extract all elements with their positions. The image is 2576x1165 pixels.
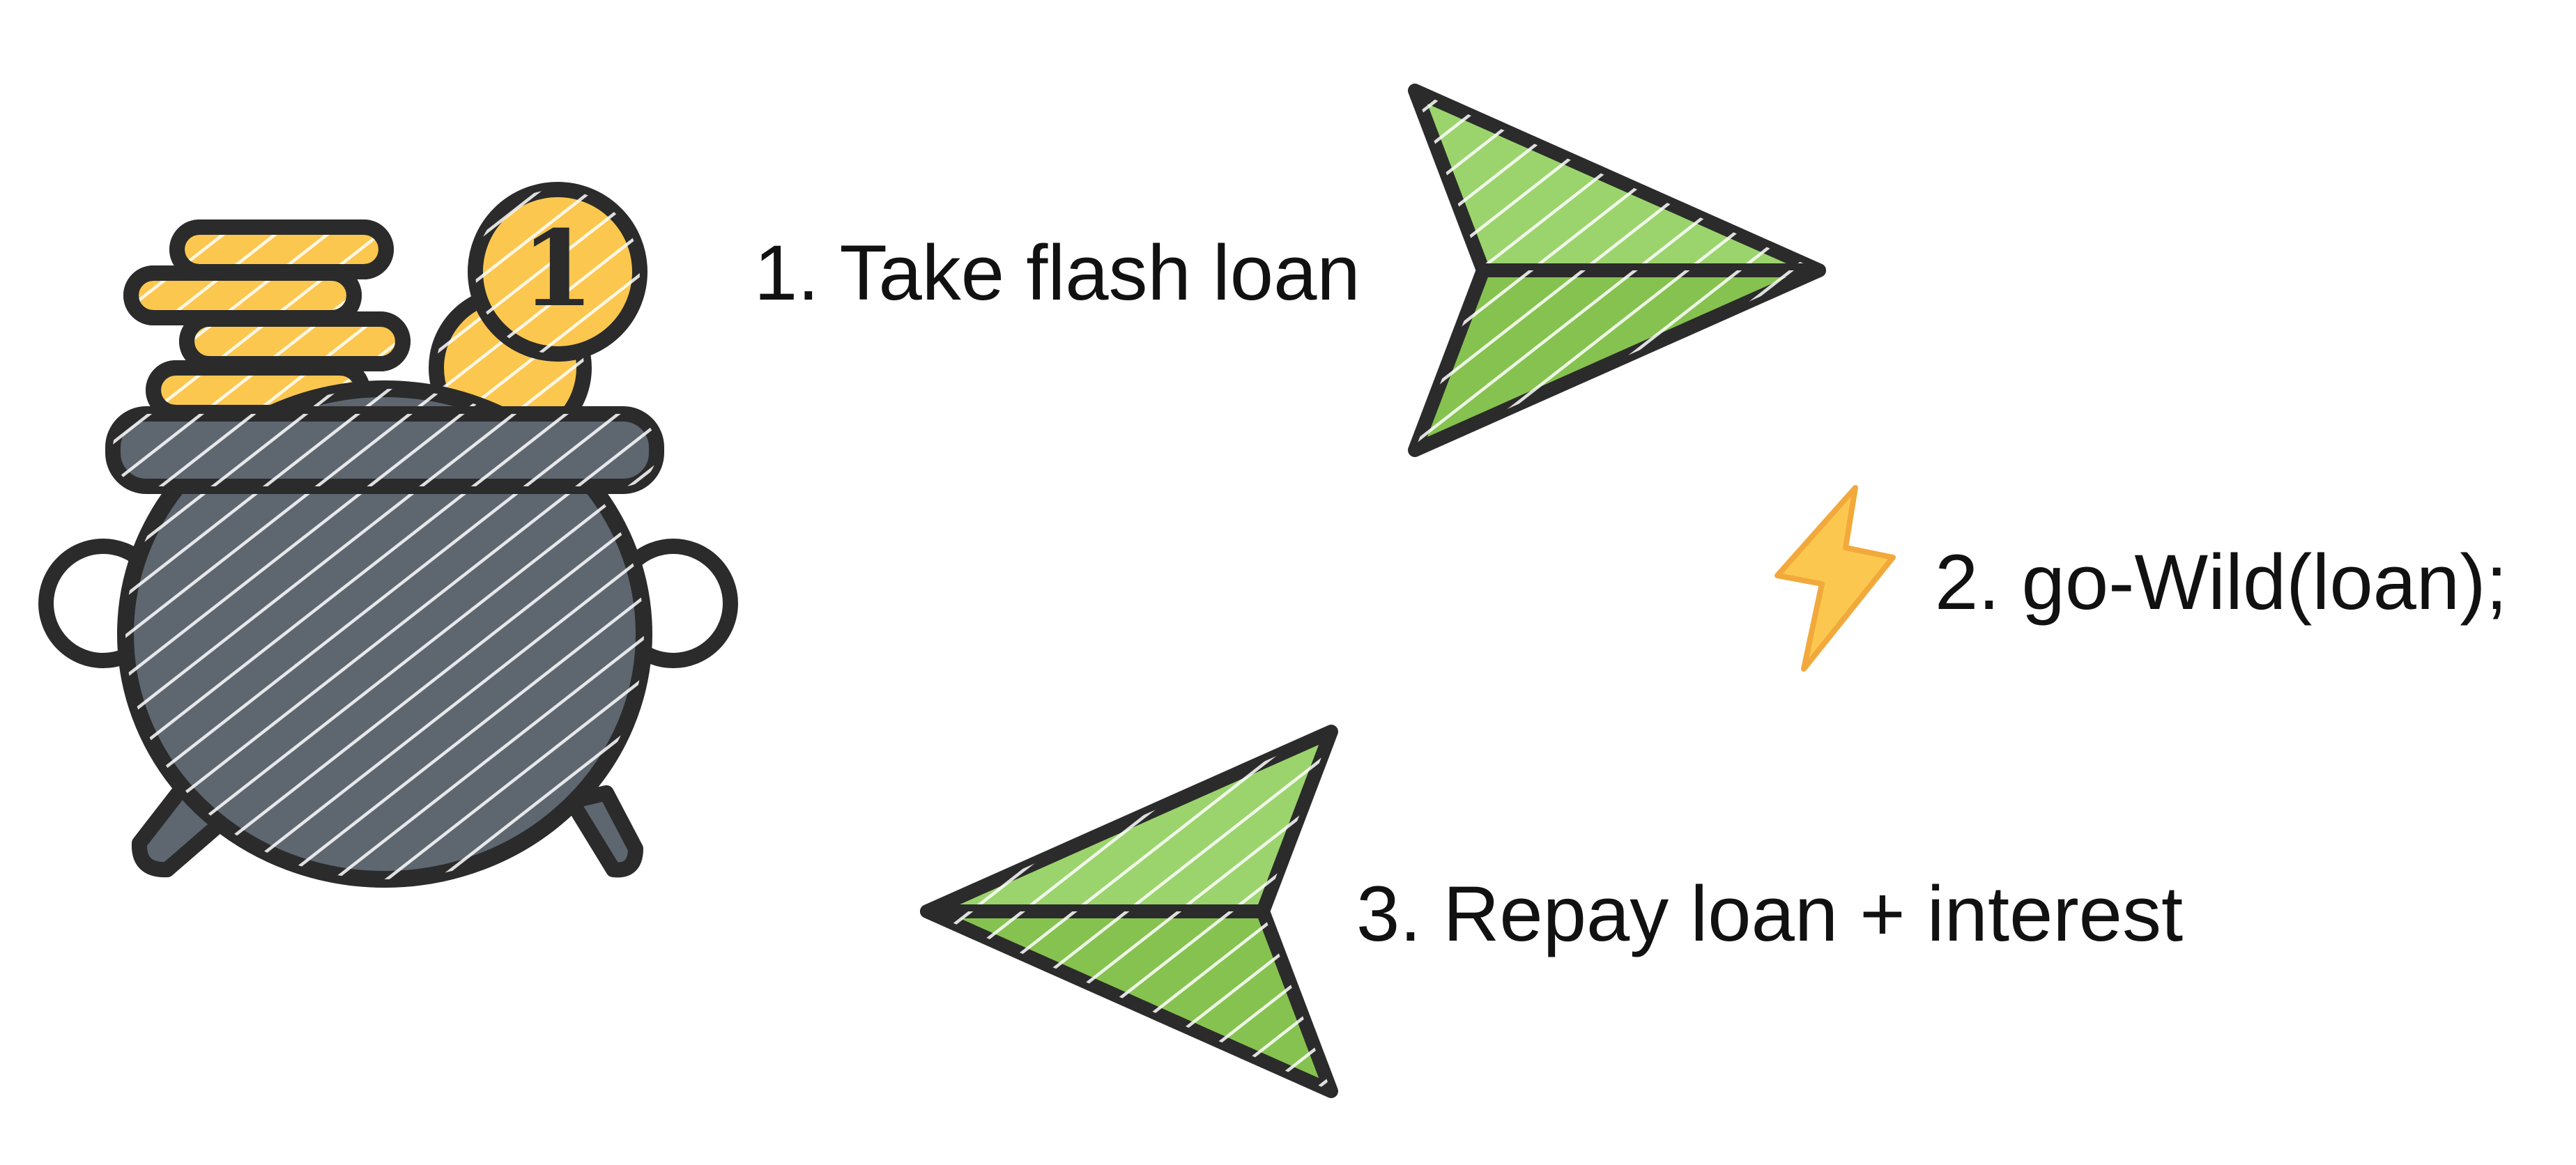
step-1-label: 1. Take flash loan bbox=[754, 229, 1360, 316]
pot-body bbox=[117, 380, 652, 888]
lightning-bolt-icon bbox=[1774, 485, 1896, 672]
pot-rim bbox=[105, 406, 664, 494]
pot-of-gold-icon: 1 bbox=[38, 182, 738, 888]
coin-icon: 1 bbox=[468, 182, 647, 362]
step-3-label: 3. Repay loan + interest bbox=[1356, 870, 2183, 957]
step-2-label: 2. go-Wild(loan); bbox=[1935, 539, 2508, 626]
coin-number: 1 bbox=[521, 208, 594, 330]
paper-plane-arrow-right-icon bbox=[1408, 84, 1826, 457]
paper-plane-arrow-left-icon bbox=[920, 725, 1338, 1098]
